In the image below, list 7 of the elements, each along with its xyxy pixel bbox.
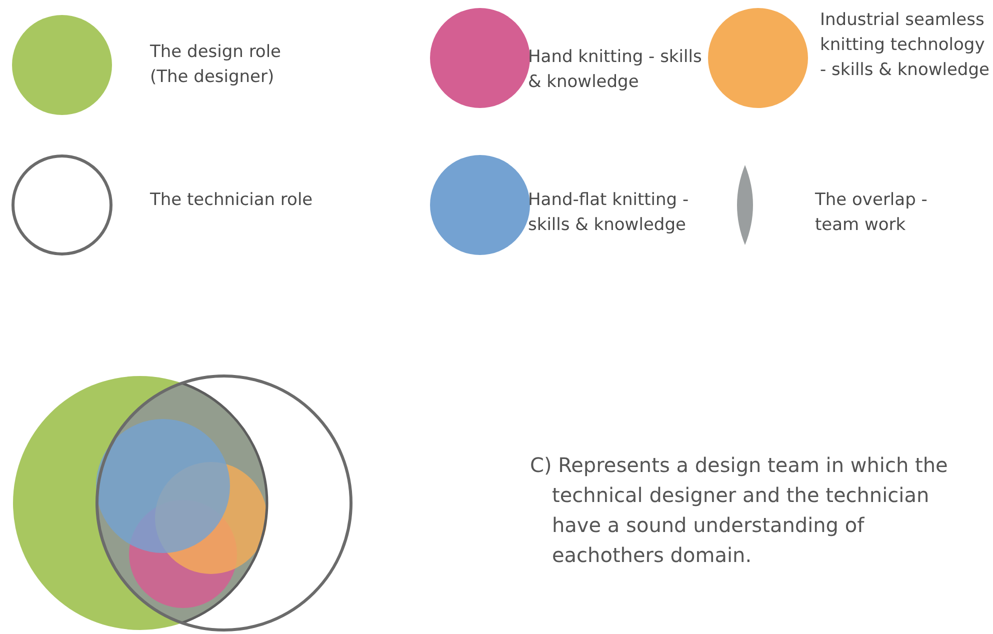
legend-label: The overlap - team work xyxy=(815,189,928,237)
legend-label: The design role (The designer) xyxy=(150,41,282,89)
legend-label: Hand knitting - skills & knowledge xyxy=(528,46,703,94)
legend-label: Hand-flat knitting - skills & knowledge xyxy=(528,189,690,237)
legend-label: Industrial seamless knitting technology - skills & knowledge xyxy=(820,9,990,82)
caption: C) Represents a design team in which the technical designer and the technician have a sound understanding of eachothers domain. xyxy=(530,452,949,569)
legend-label: The technician role xyxy=(150,189,314,212)
